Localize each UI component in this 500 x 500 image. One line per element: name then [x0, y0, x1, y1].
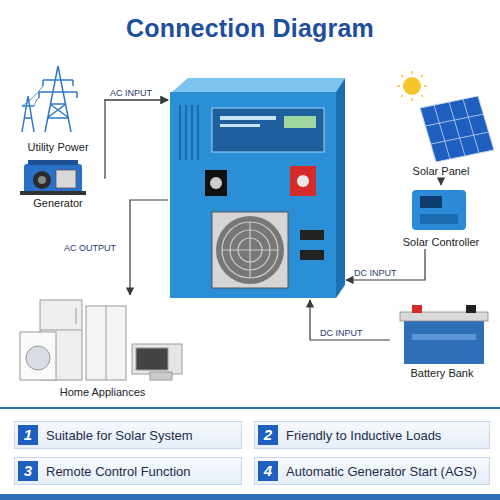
connector-arrow [104, 99, 168, 100]
source-node: Utility Power [12, 62, 104, 154]
appliances-icon [20, 300, 182, 380]
footer-bar [0, 494, 500, 500]
connector-arrow [440, 178, 441, 185]
node-label: Battery Bank [390, 367, 494, 380]
callout-number: 4 [258, 461, 278, 481]
feature-text: Remote Control Function [46, 464, 191, 479]
controller-icon [412, 190, 466, 230]
connector-label: AC OUTPUT [64, 243, 116, 254]
node-label: Solar Panel [385, 165, 497, 178]
separator-line [0, 407, 500, 409]
load-node: Home Appliances [15, 295, 190, 399]
callout-number: 1 [18, 425, 38, 445]
connector-label: DC INPUT [320, 328, 363, 339]
node-label: Generator [12, 197, 104, 210]
connector-arrow [104, 100, 168, 178]
source-node: Solar Panel [385, 66, 497, 178]
feature-band: 3 Remote Control Function [14, 457, 242, 485]
node-label: Home Appliances [15, 386, 190, 399]
connector-arrow [346, 249, 425, 280]
source-node: Generator [12, 158, 104, 210]
power-tower [22, 66, 77, 132]
connector-arrow [310, 300, 390, 340]
node-label: Utility Power [12, 141, 104, 154]
feature-band: 2 Friendly to Inductive Loads [254, 421, 490, 449]
inverter-unit [168, 80, 346, 300]
callout-number: 3 [18, 461, 38, 481]
generator-icon [20, 160, 86, 195]
feature-text: Automatic Generator Start (AGS) [286, 464, 477, 479]
node-label: Solar Controller [385, 236, 497, 249]
storage-node: Battery Bank [390, 302, 494, 380]
feature-band: 4 Automatic Generator Start (AGS) [254, 457, 490, 485]
solar-panel-icon [397, 71, 494, 162]
diagram-title: Connection Diagram [0, 14, 500, 43]
connector-arrow [130, 200, 168, 295]
callout-number: 2 [258, 425, 278, 445]
feature-text: Suitable for Solar System [46, 428, 193, 443]
inverter-illustration [170, 78, 345, 298]
controller-node: Solar Controller [385, 185, 497, 249]
battery-icon [400, 305, 488, 364]
feature-text: Friendly to Inductive Loads [286, 428, 441, 443]
connector-label: DC INPUT [354, 268, 397, 279]
connector-label: AC INPUT [110, 88, 152, 99]
feature-band: 1 Suitable for Solar System [14, 421, 242, 449]
